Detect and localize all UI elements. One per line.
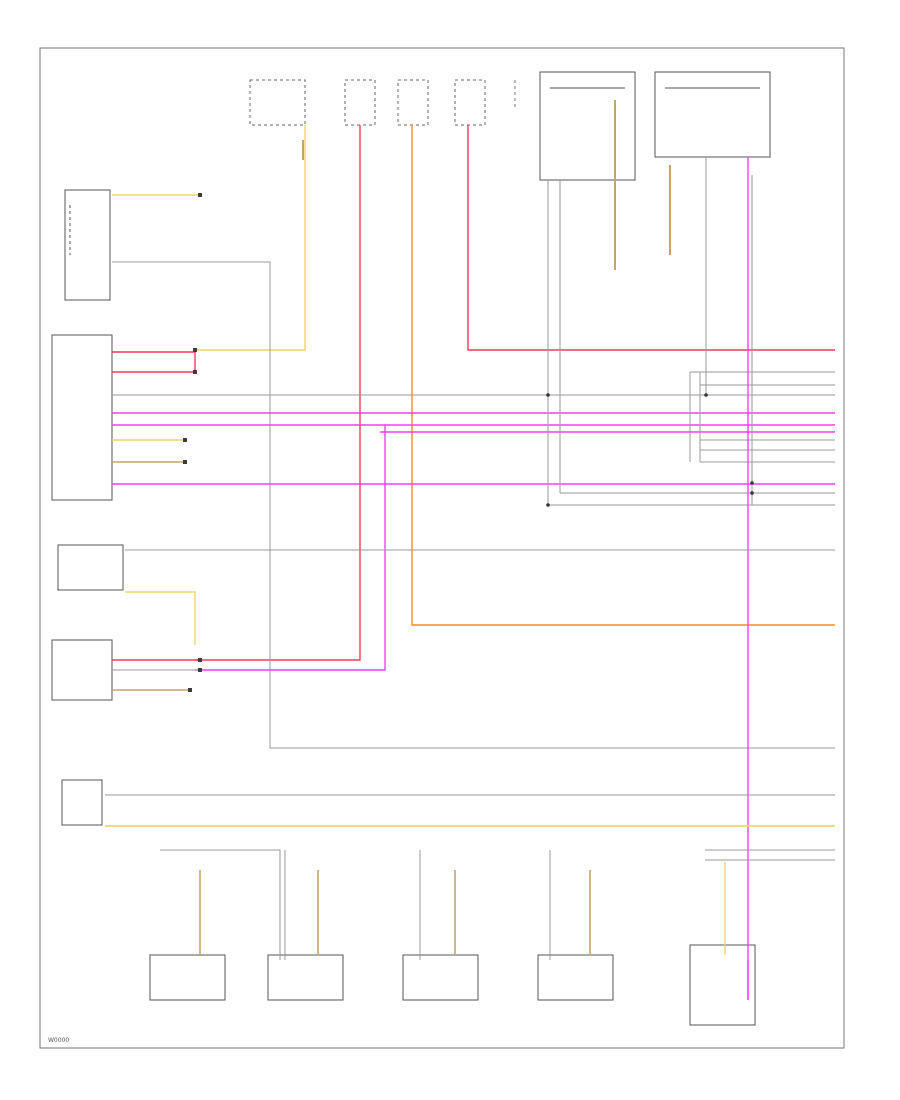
component-bottom-right-module [689,944,756,1026]
wire-fuse4-red [467,125,835,351]
wire-fuse2-red [195,125,361,661]
component-bottom-1 [149,954,226,1001]
wire-ps-yellow [125,591,196,645]
wire-fuse3-orange [411,125,835,626]
connector-marker-7 [198,668,202,672]
wire-hl-grey [112,261,835,749]
component-passenger-seat-module [51,639,113,701]
diagram-frame [39,47,845,1049]
junction-dot-2 [546,503,550,507]
component-electrical-system-control [51,334,113,501]
wire-fuse1-tan [195,125,306,351]
connector-marker-1 [198,193,202,197]
component-bottom-4 [537,954,614,1001]
fuse-group-top [249,79,516,126]
component-rear-switch [61,779,103,826]
footer-code: W0000 [48,1037,69,1044]
junction-dot-5 [704,393,708,397]
wire-esc-red2 [112,350,196,373]
connector-marker-3 [193,370,197,374]
connector-marker-6 [198,658,202,662]
wire-layer [105,100,835,1000]
component-headlamp-switch [64,189,111,301]
connector-marker-8 [188,688,192,692]
connector-marker-2 [193,348,197,352]
junction-dot-1 [546,393,550,397]
connector-marker-4 [183,438,187,442]
module-top-center [539,71,636,181]
junction-dot-4 [750,481,754,485]
connector-marker-5 [183,460,187,464]
module-top-right [654,71,771,158]
component-bottom-3 [402,954,479,1001]
component-front-passenger-switch [57,544,124,591]
wire-esc-pink2 [112,424,386,671]
junction-dot-3 [750,491,754,495]
wire-bottom-bar1 [160,849,281,960]
component-bottom-2 [267,954,344,1001]
